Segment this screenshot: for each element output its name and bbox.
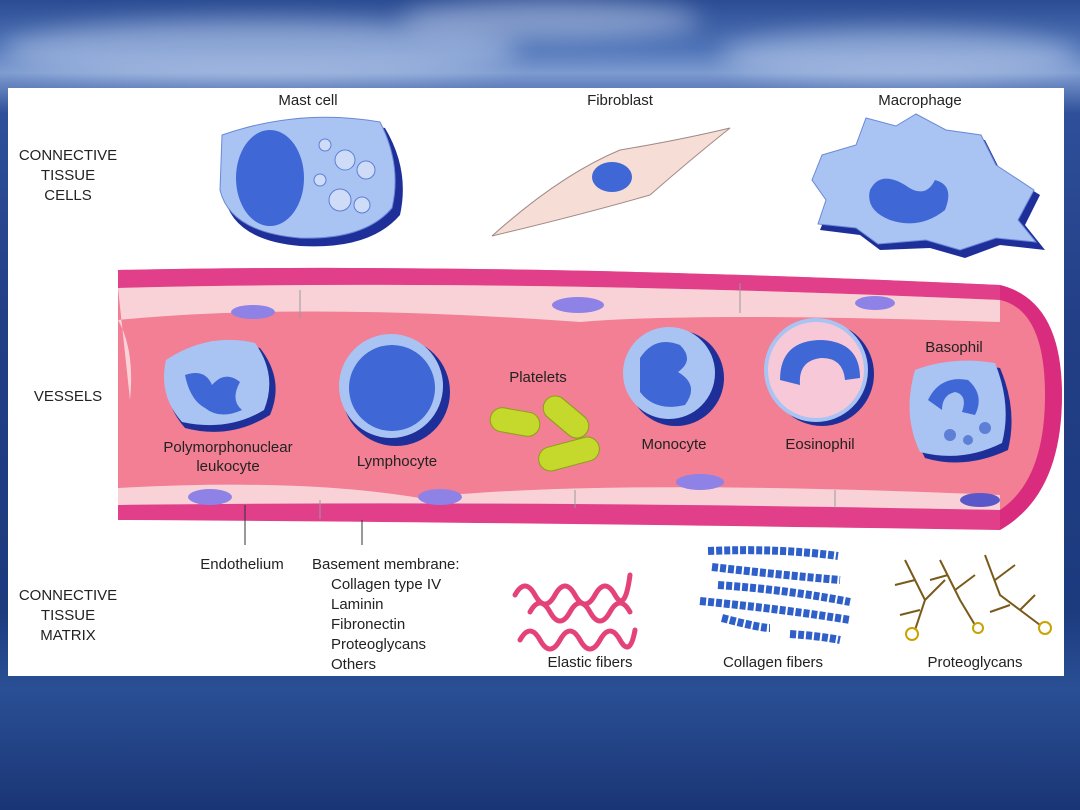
label-pmn: leukocyte bbox=[196, 458, 259, 475]
svg-text:Collagen type IV: Collagen type IV bbox=[331, 576, 441, 593]
svg-text:Others: Others bbox=[331, 656, 376, 673]
label-fibroblast: Fibroblast bbox=[587, 92, 654, 109]
label-proteoglycans: Proteoglycans bbox=[927, 654, 1022, 671]
svg-text:Proteoglycans: Proteoglycans bbox=[331, 636, 426, 653]
macrophage bbox=[811, 113, 1045, 258]
monocyte bbox=[623, 327, 724, 426]
label-platelets: Platelets bbox=[509, 369, 567, 386]
mast-cell bbox=[219, 116, 403, 247]
label-connective-tissue-matrix: CONNECTIVE TISSUE MATRIX bbox=[19, 587, 117, 644]
cloud bbox=[400, 0, 700, 40]
svg-text:Fibronectin: Fibronectin bbox=[331, 616, 405, 633]
basophil bbox=[909, 360, 1012, 463]
proteoglycans bbox=[894, 554, 1052, 641]
svg-text:CONNECTIVE: CONNECTIVE bbox=[19, 587, 117, 604]
elastic-fibers bbox=[512, 572, 638, 652]
svg-text:CONNECTIVE: CONNECTIVE bbox=[19, 147, 117, 164]
svg-text:CELLS: CELLS bbox=[44, 187, 92, 204]
label-vessels: VESSELS bbox=[34, 388, 102, 405]
svg-text:MATRIX: MATRIX bbox=[40, 627, 96, 644]
label-elastic-fibers: Elastic fibers bbox=[547, 654, 632, 671]
basement-membrane-components: Collagen type IV Laminin Fibronectin Pro… bbox=[331, 576, 441, 673]
svg-text:TISSUE: TISSUE bbox=[41, 167, 95, 184]
collagen-fibers bbox=[699, 546, 851, 644]
svg-text:Laminin: Laminin bbox=[331, 596, 384, 613]
label-lymphocyte: Lymphocyte bbox=[357, 453, 437, 470]
label-macrophage: Macrophage bbox=[878, 92, 961, 109]
platelets bbox=[489, 395, 600, 472]
label-basement-membrane: Basement membrane: bbox=[312, 556, 460, 573]
svg-text:TISSUE: TISSUE bbox=[41, 607, 95, 624]
eosinophil bbox=[764, 318, 874, 426]
fibroblast bbox=[491, 127, 731, 237]
label-pmn: Polymorphonuclear bbox=[163, 439, 292, 456]
cloud bbox=[720, 30, 1080, 80]
label-endothelium: Endothelium bbox=[200, 556, 283, 573]
polymorphonuclear-leukocyte bbox=[164, 339, 276, 432]
label-basophil: Basophil bbox=[925, 339, 983, 356]
label-eosinophil: Eosinophil bbox=[785, 436, 854, 453]
label-collagen-fibers: Collagen fibers bbox=[723, 654, 823, 671]
label-connective-tissue-cells: CONNECTIVE TISSUE CELLS bbox=[19, 147, 117, 204]
lymphocyte bbox=[339, 334, 450, 446]
cloud bbox=[0, 20, 520, 80]
label-mast-cell: Mast cell bbox=[278, 92, 337, 109]
label-monocyte: Monocyte bbox=[641, 436, 706, 453]
